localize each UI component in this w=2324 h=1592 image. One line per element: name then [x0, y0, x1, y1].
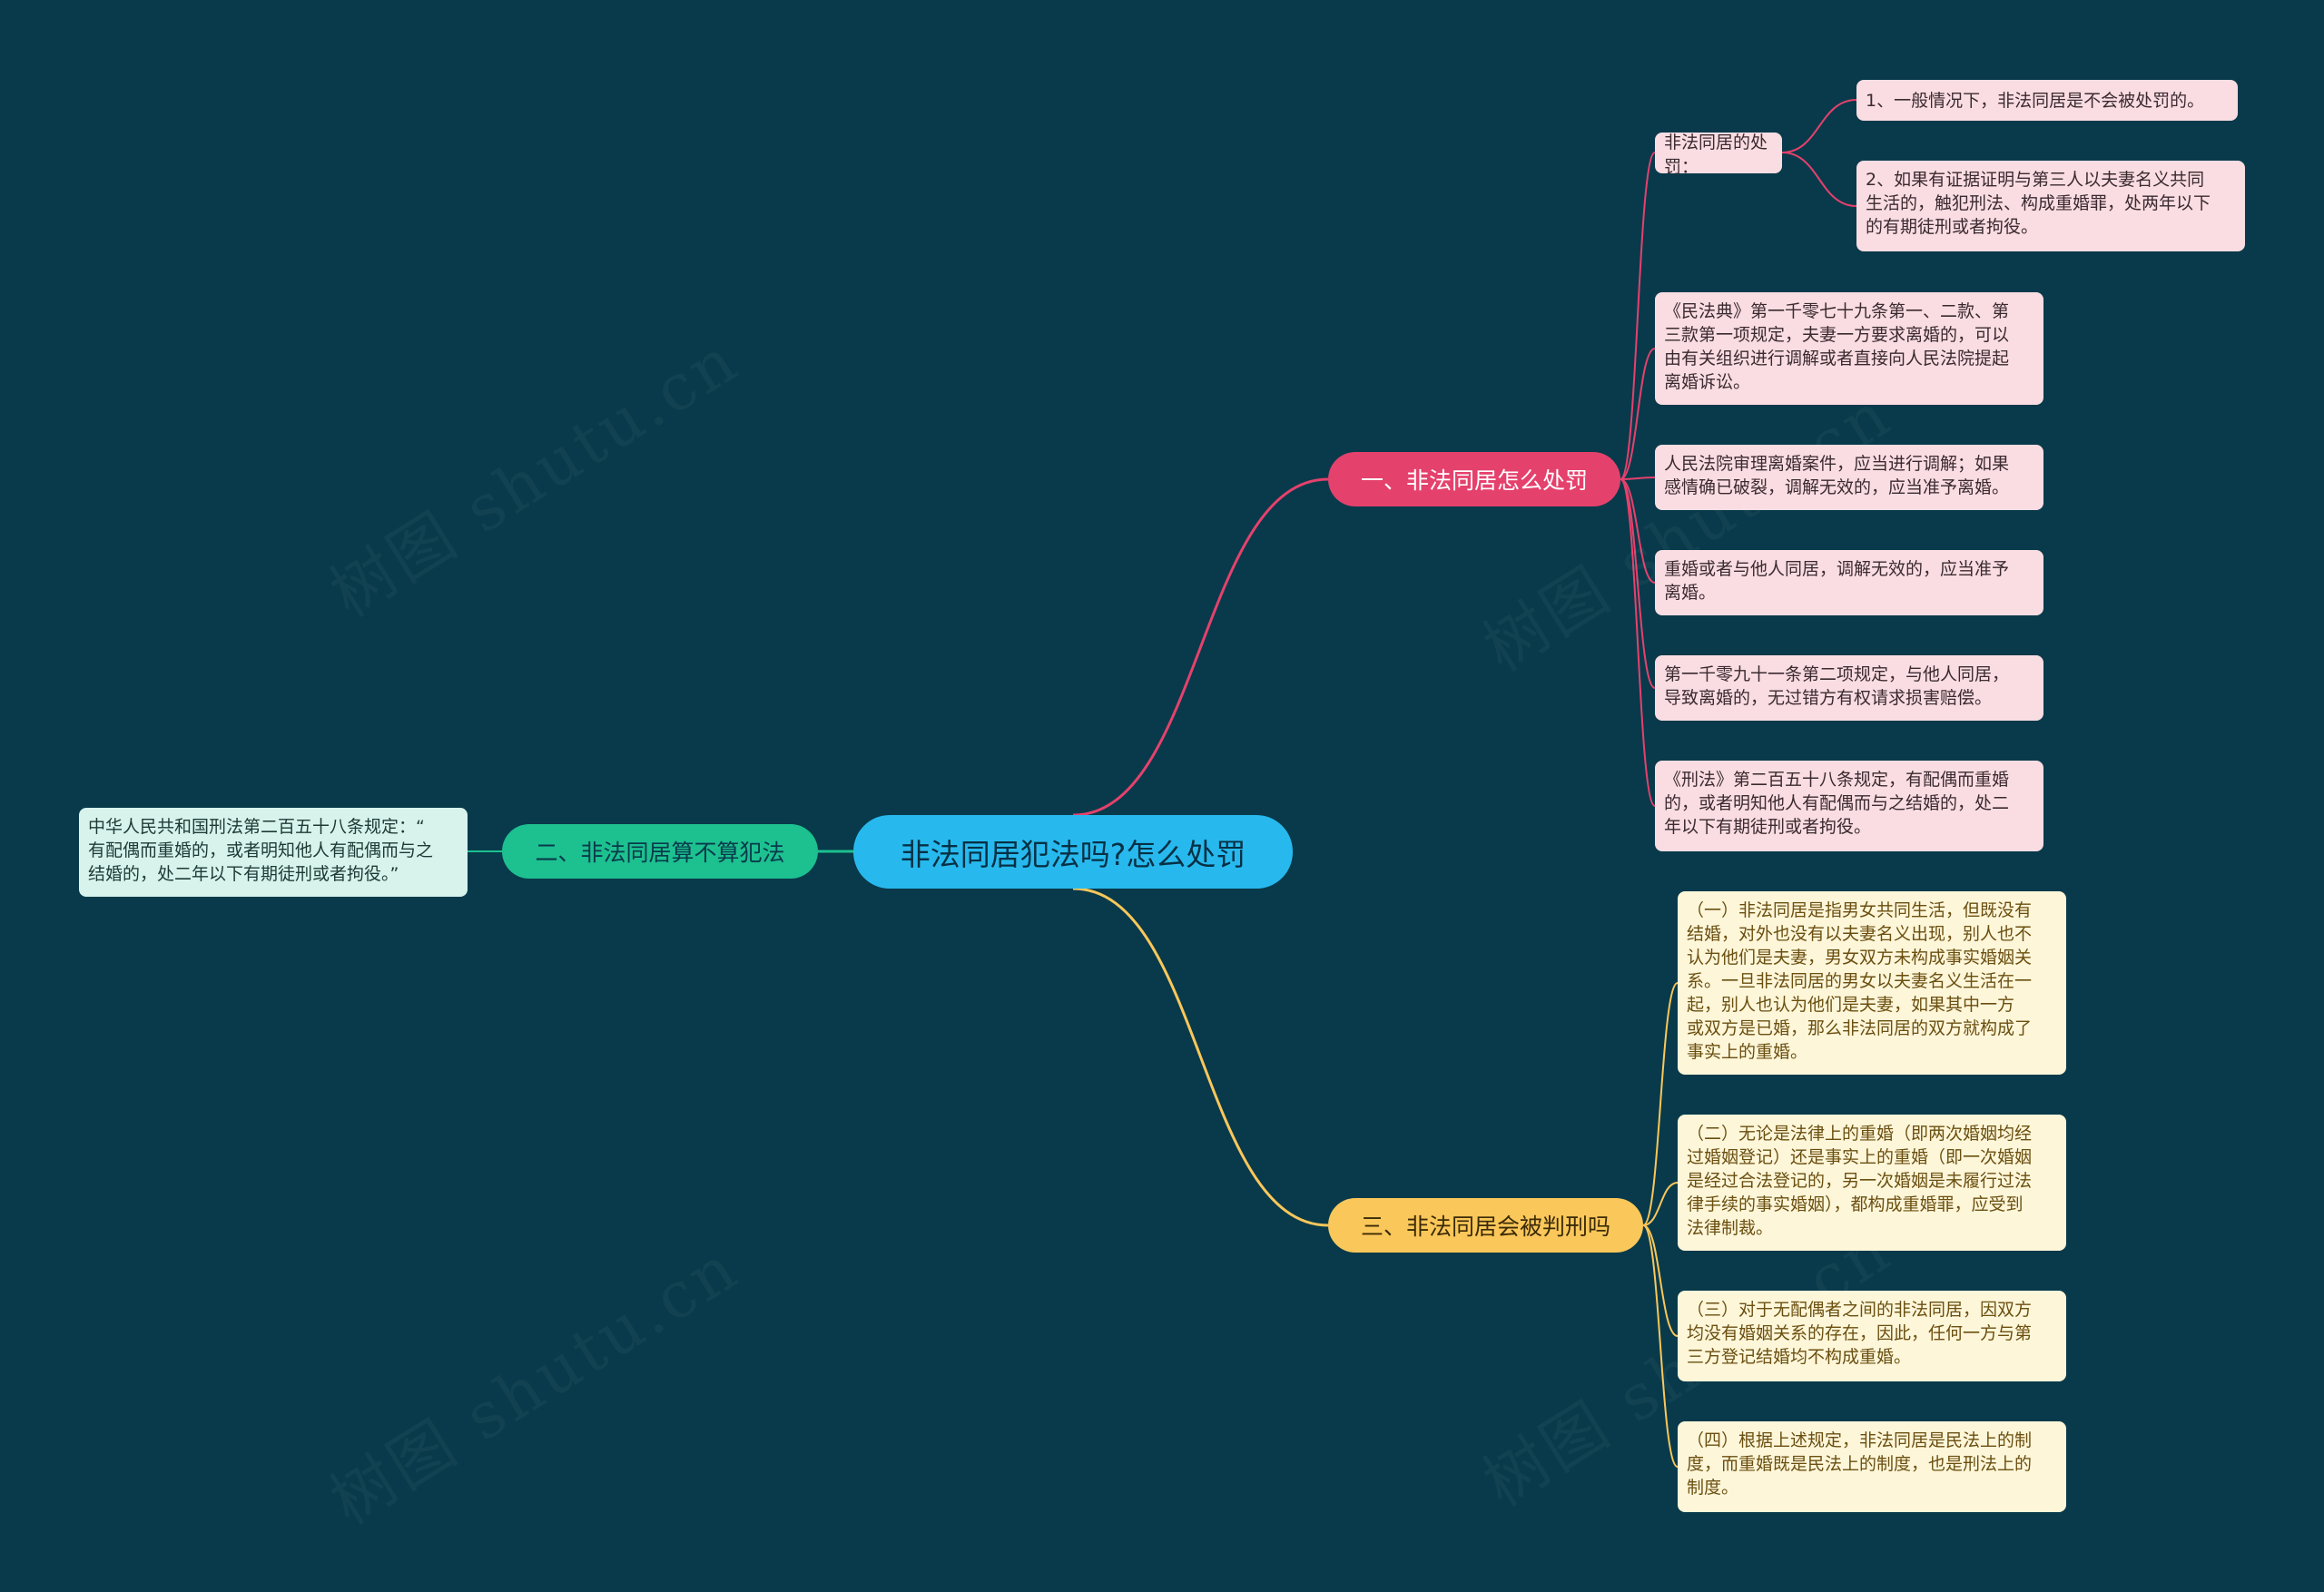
- penalty-label[interactable]: 非法同居的处罚：: [1655, 133, 1782, 177]
- branch-penalty[interactable]: 一、非法同居怎么处罚: [1328, 452, 1620, 506]
- branch-is-illegal[interactable]: 二、非法同居算不算犯法: [502, 824, 818, 879]
- branch-sentencing[interactable]: 三、非法同居会被判刑吗: [1328, 1198, 1643, 1253]
- branch-1-child-line-3: [1620, 478, 1656, 584]
- root-to-branch-1-line: [1072, 477, 1329, 817]
- civil-code-1079[interactable]: 《民法典》第一千零七十九条第一、二款、第 三款第一项规定，夫妻一方要求离婚的，可…: [1655, 292, 2043, 405]
- criminal-law-258[interactable]: 《刑法》第二百五十八条规定，有配偶而重婚 的，或者明知他人有配偶而与之结婚的，处…: [1655, 761, 2043, 851]
- branch-1-child-line-1: [1620, 348, 1656, 480]
- root-topic[interactable]: 非法同居犯法吗?怎么处罚: [853, 815, 1293, 889]
- point-two[interactable]: （二）无论是法律上的重婚（即两次婚姻均经 过婚姻登记）还是事实上的重婚（即一次婚…: [1678, 1115, 2066, 1251]
- branch-1-child-line-5: [1620, 478, 1656, 807]
- point-three[interactable]: （三）对于无配偶者之间的非法同居，因双方 均没有婚姻关系的存在，因此，任何一方与…: [1678, 1291, 2066, 1381]
- point-four[interactable]: （四）根据上述规定，非法同居是民法上的制 度，而重婚既是民法上的制度，也是刑法上…: [1678, 1421, 2066, 1512]
- penalty-item-2[interactable]: 2、如果有证据证明与第三人以夫妻名义共同 生活的，触犯刑法、构成重婚罪，处两年以…: [1856, 161, 2245, 251]
- branch-3-child-line-3: [1642, 1224, 1679, 1468]
- branch-3-child-line-1: [1642, 1182, 1679, 1226]
- branch-1-child-line-4: [1620, 478, 1656, 689]
- penalty-item-2-line: [1781, 152, 1857, 207]
- bigamy-divorce[interactable]: 重婚或者与他人同居，调解无效的，应当准予 离婚。: [1655, 550, 2043, 615]
- branch-1-child-line-0: [1620, 152, 1656, 480]
- branch-3-child-line-0: [1642, 982, 1679, 1226]
- civil-code-1091[interactable]: 第一千零九十一条第二项规定，与他人同居， 导致离婚的，无过错方有权请求损害赔偿。: [1655, 655, 2043, 721]
- penalty-item-1[interactable]: 1、一般情况下，非法同居是不会被处罚的。: [1856, 80, 2238, 121]
- criminal-law-258-quote[interactable]: 中华人民共和国刑法第二百五十八条规定：“ 有配偶而重婚的，或者明知他人有配偶而与…: [79, 808, 468, 897]
- branch-3-child-line-2: [1642, 1224, 1679, 1337]
- penalty-item-1-line: [1781, 99, 1857, 153]
- branch-1-child-line-2: [1620, 477, 1656, 480]
- root-to-branch-3-line: [1072, 887, 1329, 1227]
- point-one[interactable]: （一）非法同居是指男女共同生活，但既没有 结婚，对外也没有以夫妻名义出现，别人也…: [1678, 891, 2066, 1075]
- court-mediation[interactable]: 人民法院审理离婚案件，应当进行调解；如果 感情确已破裂，调解无效的，应当准予离婚…: [1655, 445, 2043, 510]
